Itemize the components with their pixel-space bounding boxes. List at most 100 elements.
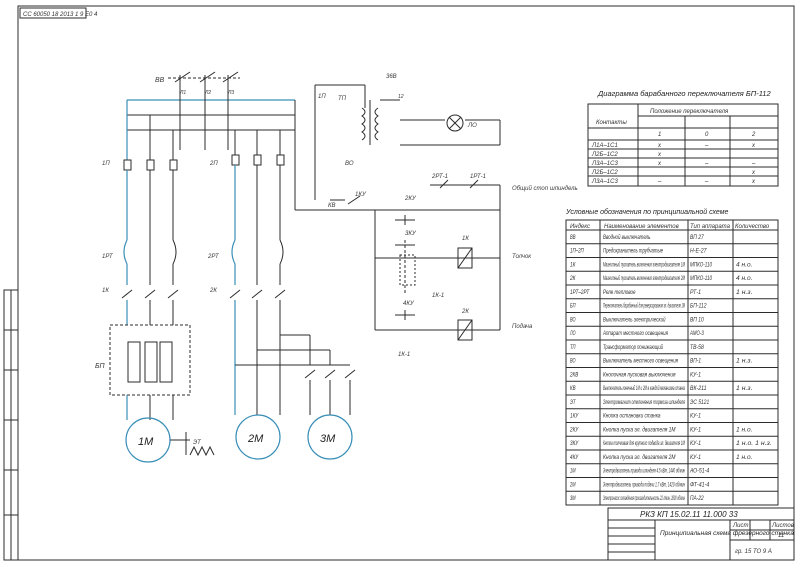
switch-pos-2: 2 — [751, 132, 756, 138]
legend-name: Электродвигатель привода шпинделя 4,5 кВ… — [603, 469, 685, 475]
legend-index: ЛО — [569, 331, 575, 337]
drawing-code: РКЗ КП 15.02.11 11.000 33 — [640, 510, 738, 519]
legend-type: ВП 27 — [690, 235, 704, 241]
motor-1m-label: 1М — [138, 436, 154, 448]
control-circuit — [294, 84, 501, 341]
switch-header-contacts: Контакты — [596, 120, 627, 126]
label-2k-coil: 2К — [461, 309, 469, 315]
legend-index: ВВ — [570, 235, 576, 241]
legend-name: Переключатель барабанный для реверсирова… — [603, 303, 685, 310]
switch-row-cell: – — [657, 179, 662, 185]
legend-index: 1П–2П — [570, 249, 584, 255]
label-lo: ЛО — [467, 123, 477, 129]
title-sheets-label: Листов — [771, 523, 794, 529]
legend-name: Реле тепловое — [603, 290, 636, 296]
legend-type: ВП-1 — [690, 359, 701, 365]
label-2pt: 2РТ — [207, 254, 220, 260]
label-vo: ВО — [345, 161, 354, 167]
legend-index: ВО — [570, 317, 576, 323]
legend-name: Кнопочная пусковая выключения — [603, 372, 676, 378]
diagram-title: Диаграмма барабанного переключателя БП-1… — [597, 89, 771, 98]
legend-name: Магнитный пускатель включения электродви… — [603, 261, 685, 268]
label-1k1-b: 1К-1 — [398, 352, 410, 358]
label-l1: Л1 — [179, 90, 186, 96]
top-stamp: СС 60050 18 2013 1 9 Е0 4 — [23, 12, 98, 18]
legend-title: Условные обозначения по принципиальной с… — [565, 208, 729, 216]
legend-index: 2КВ — [569, 372, 578, 378]
label-l2: Л2 — [204, 90, 211, 96]
legend-qty: 1 н.з. — [736, 359, 753, 365]
switch-row-cell: x — [751, 179, 756, 185]
legend-type: КУ-1 — [690, 455, 701, 461]
label-1rt1: 1РТ-1 — [470, 174, 486, 180]
label-2k: 2К — [209, 288, 217, 294]
label-l3: Л3 — [227, 90, 234, 96]
legend-type: ВК-211 — [690, 386, 707, 392]
legend-index: 2К — [569, 276, 576, 282]
legend-name: Аппарат местного освещения — [602, 331, 668, 337]
switch-table-grid — [587, 103, 779, 187]
motor-2m-label: 2М — [247, 433, 264, 445]
switch-row-contact: Л2Б–1С2 — [591, 152, 618, 158]
label-podacha: Подача — [512, 324, 533, 330]
top-stamp-box — [19, 7, 87, 19]
branch-1m — [109, 100, 215, 463]
switch-pos-0: 0 — [705, 132, 709, 138]
legend-qty: 1 н.з. — [736, 386, 753, 392]
label-general-stop: Общий стоп шпиндель — [512, 185, 578, 192]
legend-type: АО-51-4 — [689, 469, 710, 475]
switch-row-cell: x — [657, 152, 662, 158]
switch-row-contact: Л1А–1С1 — [591, 143, 618, 149]
drawing-name: Принципиальная схема фрезерного станка — [660, 530, 794, 537]
legend-type: ЭС 5121 — [690, 400, 709, 406]
legend-type: КУ-1 — [690, 372, 701, 378]
legend-qty: 1 н.о. — [736, 455, 753, 461]
switch-row-contact: Л2Б–1С2 — [591, 170, 618, 176]
label-1ku: 1КУ — [355, 192, 367, 198]
legend-name: Кнопка пуска эл. двигателя 1М — [603, 427, 676, 433]
legend-type: МПКО-110 — [690, 276, 713, 282]
legend-type: МПКО-110 — [690, 262, 713, 268]
switch-row-cell: – — [704, 161, 709, 167]
label-4ku: 4КУ — [403, 301, 415, 307]
legend-name: Кнопка остановки станка — [603, 414, 661, 420]
label-2ku: 2КУ — [404, 196, 417, 202]
legend-index: КВ — [570, 386, 576, 392]
legend-type: АМО-3 — [689, 331, 704, 337]
legend-type: КУ-1 — [690, 441, 701, 447]
legend-type: ПА-22 — [690, 496, 704, 502]
switch-row-cell: x — [657, 161, 662, 167]
switch-row-cell: x — [751, 170, 756, 176]
switch-row-contact: Л3А–1С3 — [591, 161, 618, 167]
label-tp: ТП — [338, 96, 347, 102]
switch-row-cell: x — [657, 143, 662, 149]
legend-name: Кнопка пуска эл. двигателя 2М — [603, 455, 676, 461]
label-12: 12 — [398, 94, 404, 100]
label-1pt: 1РТ — [102, 254, 114, 260]
legend-index: 3М — [570, 496, 576, 502]
legend-grid — [565, 219, 779, 506]
switch-row-cell: – — [751, 161, 756, 167]
label-bp: БП — [95, 363, 106, 370]
label-kv: КВ — [328, 203, 336, 209]
label-2rt1: 2РТ-1 — [431, 174, 448, 180]
legend-index: ТП — [570, 345, 576, 351]
legend-name: Магнитный пускатель включения электродви… — [603, 275, 685, 282]
legend-index: 2КУ — [569, 427, 579, 433]
branch-2m — [229, 130, 286, 460]
label-1p-ctl: 1П — [318, 94, 326, 100]
legend-index: 1М — [570, 469, 576, 475]
legend-index: 1КУ — [570, 414, 579, 420]
legend-qty: 4 н.о. — [736, 276, 753, 282]
legend-name: Трансформатор понижающий — [603, 344, 663, 351]
label-36v: 36В — [386, 74, 397, 80]
legend-header-index: Индекс — [570, 224, 590, 230]
legend-header-name: Наименование элементов — [604, 224, 679, 230]
legend-index: 1К — [570, 262, 576, 268]
switch-header-positions: Положение переключателя — [650, 109, 729, 115]
legend-type: ВП 10 — [690, 317, 704, 323]
legend-name: Электромагнит отключения тормоза шпиндел… — [603, 400, 685, 406]
legend-qty: 1 н.з. — [736, 290, 753, 296]
